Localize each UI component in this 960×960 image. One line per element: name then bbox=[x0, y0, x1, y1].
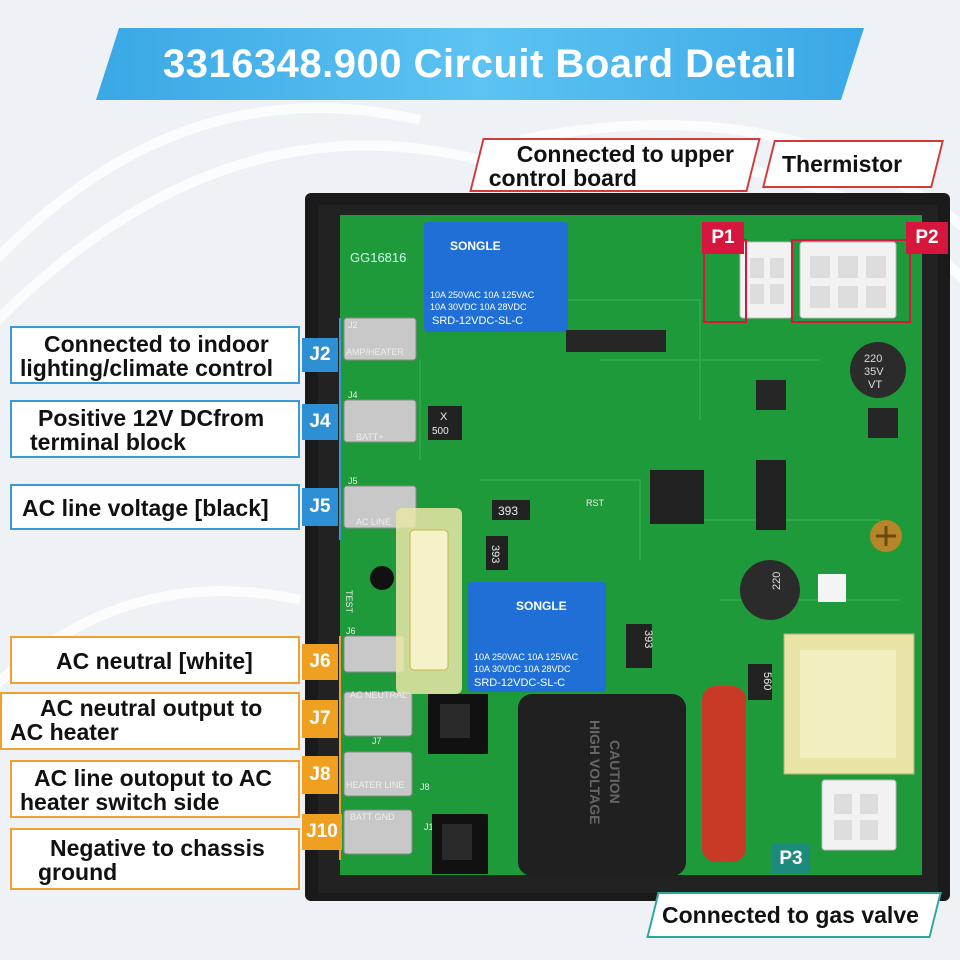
svg-text:AC LINE: AC LINE bbox=[356, 517, 391, 527]
svg-text:RST: RST bbox=[586, 498, 605, 508]
tag-p1: P1 bbox=[702, 222, 744, 254]
svg-text:SRD-12VDC-SL-C: SRD-12VDC-SL-C bbox=[432, 315, 523, 327]
callout-j7: AC neutral output to AC heater bbox=[0, 692, 300, 750]
svg-text:J7: J7 bbox=[372, 736, 382, 746]
svg-text:J4: J4 bbox=[348, 390, 358, 400]
callout-upper-control-board: Connected to upper control board bbox=[469, 138, 761, 192]
svg-text:HIGH VOLTAGE: HIGH VOLTAGE bbox=[587, 720, 603, 824]
tag-j4: J4 bbox=[302, 404, 338, 440]
relay-bottom bbox=[468, 582, 606, 692]
callout-thermistor: Thermistor bbox=[762, 140, 944, 188]
svg-text:10A 250VAC 10A 125VAC: 10A 250VAC 10A 125VAC bbox=[430, 290, 535, 300]
tag-j10: J10 bbox=[302, 814, 342, 850]
svg-text:SONGLE: SONGLE bbox=[450, 239, 501, 253]
tag-p2: P2 bbox=[906, 222, 948, 254]
callout-j4: Positive 12V DCfrom terminal block bbox=[10, 400, 300, 458]
svg-text:GG16816: GG16816 bbox=[350, 250, 406, 265]
callout-j8: AC line outoput to AC heater switch side bbox=[10, 760, 300, 818]
svg-text:J8: J8 bbox=[420, 782, 430, 792]
tag-j2: J2 bbox=[302, 338, 338, 372]
tag-p3: P3 bbox=[772, 844, 810, 874]
svg-text:AMP/HEATER: AMP/HEATER bbox=[346, 347, 404, 357]
callout-j6: AC neutral [white] bbox=[10, 636, 300, 684]
svg-text:560: 560 bbox=[761, 672, 773, 690]
svg-text:BATT+: BATT+ bbox=[356, 432, 384, 442]
svg-text:CAUTION: CAUTION bbox=[607, 740, 623, 804]
callout-gas-valve: Connected to gas valve bbox=[646, 892, 942, 938]
svg-text:220: 220 bbox=[771, 572, 783, 590]
svg-text:X: X bbox=[440, 411, 448, 423]
svg-text:HEATER LINE: HEATER LINE bbox=[346, 780, 404, 790]
title-banner bbox=[96, 28, 864, 100]
svg-text:10A 30VDC 10A 28VDC: 10A 30VDC 10A 28VDC bbox=[474, 664, 571, 674]
svg-text:J5: J5 bbox=[348, 476, 358, 486]
relay-top bbox=[424, 222, 568, 332]
svg-text:VT: VT bbox=[868, 379, 882, 391]
svg-text:393: 393 bbox=[489, 545, 501, 563]
svg-text:SONGLE: SONGLE bbox=[516, 599, 567, 613]
svg-text:J2: J2 bbox=[348, 320, 358, 330]
svg-text:AC NEUTRAL: AC NEUTRAL bbox=[350, 690, 407, 700]
svg-text:10A 250VAC 10A 125VAC: 10A 250VAC 10A 125VAC bbox=[474, 652, 579, 662]
svg-text:393: 393 bbox=[498, 504, 518, 518]
tag-j8: J8 bbox=[302, 756, 338, 794]
callout-j2: Connected to indoor lighting/climate con… bbox=[10, 326, 300, 384]
svg-text:SRD-12VDC-SL-C: SRD-12VDC-SL-C bbox=[474, 677, 565, 689]
callout-j10: Negative to chassis ground bbox=[10, 828, 300, 890]
svg-text:J10: J10 bbox=[424, 822, 439, 832]
svg-text:500: 500 bbox=[432, 426, 449, 437]
tag-j7: J7 bbox=[302, 700, 338, 738]
svg-text:35V: 35V bbox=[864, 366, 884, 378]
svg-text:10A 30VDC 10A 28VDC: 10A 30VDC 10A 28VDC bbox=[430, 302, 527, 312]
page-title: 3316348.900 Circuit Board Detail bbox=[162, 41, 798, 86]
callout-j5: AC line voltage [black] bbox=[10, 484, 300, 530]
svg-text:BATT GND: BATT GND bbox=[350, 812, 395, 822]
svg-text:220: 220 bbox=[864, 353, 882, 365]
tag-j6: J6 bbox=[302, 644, 338, 680]
svg-text:393: 393 bbox=[642, 630, 654, 648]
svg-text:TEST: TEST bbox=[344, 590, 354, 614]
tag-j5: J5 bbox=[302, 488, 338, 526]
svg-text:J6: J6 bbox=[346, 626, 356, 636]
